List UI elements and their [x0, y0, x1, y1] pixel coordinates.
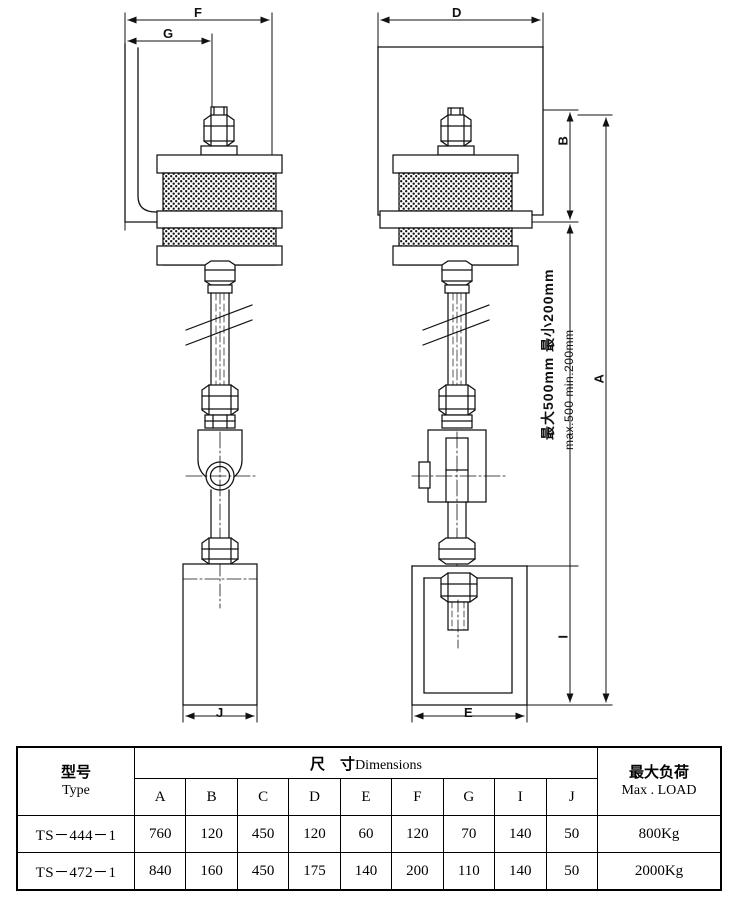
header-type-en: Type: [62, 782, 90, 798]
header-load-cell: 最大负荷 Max . LOAD: [597, 746, 722, 816]
column-header-J: J: [545, 778, 598, 816]
dimension-label-B: B: [555, 135, 571, 146]
row-1-value-J: 50: [545, 852, 598, 891]
row-1-value-F: 200: [391, 852, 444, 891]
row-1-value-G: 110: [442, 852, 496, 891]
table-header-row-1: 型号 Type 尺 寸Dimensions 最大负荷 Max . LOAD: [16, 746, 722, 816]
column-header-G: G: [442, 778, 496, 816]
row-1-value-I: 140: [494, 852, 547, 891]
row-1-value-E: 140: [339, 852, 393, 891]
row-0-value-A: 760: [133, 815, 187, 853]
column-header-D: D: [288, 778, 341, 816]
header-dimensions-en: Dimensions: [355, 757, 422, 773]
column-header-I: I: [494, 778, 547, 816]
header-dimensions-cn: 尺 寸: [310, 756, 356, 773]
dimension-label-D: D: [452, 5, 462, 20]
row-1-value-C: 450: [236, 852, 290, 891]
header-load-cn: 最大负荷: [628, 763, 689, 782]
row-0-value-C: 450: [236, 815, 290, 853]
row-1-value-A: 840: [133, 852, 187, 891]
table-row: TS－444－1 760 120 450 120 60 120 70 140 5…: [16, 815, 722, 853]
row-0-value-G: 70: [442, 815, 496, 853]
dimension-label-A: A: [591, 373, 607, 384]
specification-table: 型号 Type 尺 寸Dimensions 最大负荷 Max . LOAD A …: [16, 746, 722, 891]
row-0-load: 800Kg: [597, 815, 722, 853]
column-header-F: F: [391, 778, 444, 816]
row-0-value-I: 140: [494, 815, 547, 853]
row-1-load: 2000Kg: [597, 852, 722, 891]
travel-note-english: max.500 min.200mm: [562, 329, 576, 450]
row-1-value-B: 160: [185, 852, 238, 891]
travel-note-chinese: 最大500mm 最小200mm: [540, 268, 556, 440]
row-1-type: TS－472－1: [16, 852, 135, 891]
dimension-label-F: F: [194, 5, 203, 20]
row-0-type: TS－444－1: [16, 815, 135, 853]
row-0-value-J: 50: [545, 815, 598, 853]
dimension-label-E: E: [464, 705, 474, 720]
column-header-B: B: [185, 778, 238, 816]
side-view-group: [377, 12, 544, 723]
row-0-value-F: 120: [391, 815, 444, 853]
row-0-value-B: 120: [185, 815, 238, 853]
front-view-group: [124, 12, 283, 723]
column-header-E: E: [339, 778, 393, 816]
header-load-en: Max . LOAD: [621, 782, 697, 798]
header-type-cn: 型号: [60, 763, 91, 782]
dimension-label-J: J: [216, 705, 224, 720]
table-header-row-2: A B C D E F G I J: [17, 778, 721, 816]
header-type-cell: 型号 Type: [16, 746, 135, 816]
vertical-dimension-group: [526, 109, 613, 706]
row-0-value-D: 120: [288, 815, 341, 853]
header-dimensions-cell: 尺 寸Dimensions: [134, 746, 598, 779]
dimension-label-G: G: [163, 26, 174, 41]
row-1-value-D: 175: [288, 852, 341, 891]
column-header-C: C: [236, 778, 290, 816]
row-0-value-E: 60: [339, 815, 393, 853]
technical-drawing-svg: [124, 12, 613, 723]
table-row: TS－472－1 840 160 450 175 140 200 110 140…: [16, 852, 722, 891]
dimension-label-I: I: [555, 634, 571, 639]
column-header-A: A: [133, 778, 187, 816]
